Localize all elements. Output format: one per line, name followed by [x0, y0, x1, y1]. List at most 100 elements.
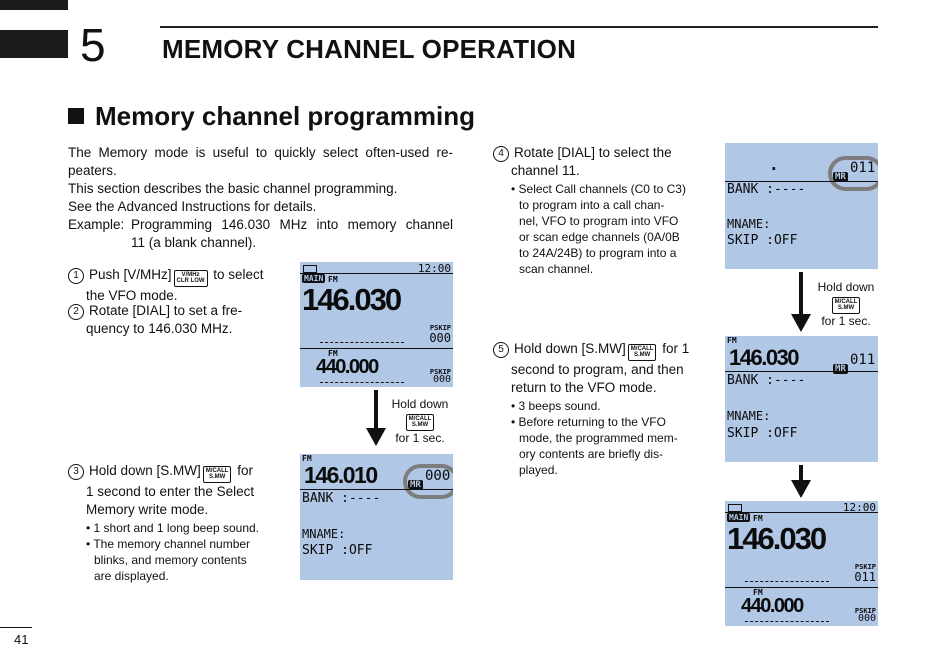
- skip-field: SKIP :OFF: [727, 233, 798, 248]
- bullet-text: scan channel.: [519, 262, 594, 276]
- step-text: to select: [209, 267, 264, 282]
- skip-field: SKIP :OFF: [727, 426, 798, 441]
- step-text: channel 11.: [511, 163, 580, 178]
- sub-channel-number: 000: [432, 374, 451, 385]
- pskip-label: PSKIP: [854, 607, 876, 615]
- chapter-title: MEMORY CHANNEL OPERATION: [162, 34, 577, 64]
- battery-icon: [303, 265, 317, 273]
- main-badge: MAIN: [727, 513, 751, 522]
- divider-line: [725, 587, 878, 588]
- pskip-label: PSKIP: [854, 563, 876, 571]
- bullet-text: nel, VFO to program into VFO: [519, 214, 679, 228]
- step-text: return to the VFO mode.: [511, 379, 657, 395]
- sub-mode-label: FM: [753, 588, 763, 597]
- channel-number: 000: [429, 331, 451, 345]
- chapter-tab: [0, 30, 68, 58]
- bullet-text: ory contents are briefly dis-: [519, 446, 664, 461]
- step-text: the VFO mode.: [86, 287, 178, 303]
- bullet-text: • Before returning to the VFO: [511, 414, 666, 429]
- step-text: for: [233, 463, 253, 478]
- intro-text: The Memory mode is useful to quickly sel…: [68, 144, 453, 252]
- bank-field: BANK :----: [302, 491, 381, 506]
- highlight-ring: [403, 464, 453, 499]
- main-frequency: 146.030: [302, 282, 402, 317]
- page-number: 41: [14, 632, 29, 647]
- lcd-screen-channel11: . MR 011 BANK :---- MNAME: SKIP :OFF: [725, 143, 878, 269]
- bullet-text: • Select Call channels (C0 to C3): [511, 182, 686, 196]
- blink-dot: .: [769, 155, 779, 174]
- bank-field: BANK :----: [727, 373, 806, 388]
- mr-badge: MR: [833, 364, 848, 374]
- arrow-head-icon: [366, 428, 386, 446]
- mname-field: MNAME:: [727, 409, 771, 423]
- pskip-label: PSKIP: [429, 324, 451, 332]
- divider-line: [725, 512, 878, 513]
- bullet-text: or scan edge channels (0A/0B: [519, 230, 680, 244]
- arrow-head-icon: [791, 480, 811, 498]
- step-text: Hold down [S.MW]: [89, 463, 201, 478]
- intro-line: This section describes the basic channel…: [68, 181, 398, 196]
- example-line: Programming 146.030 MHz into memory chan…: [131, 217, 453, 232]
- intro-line: See the Advanced Instructions for detail…: [68, 199, 317, 214]
- meter-dots: [745, 621, 829, 622]
- example-label: Example:: [68, 217, 125, 232]
- mname-field: MNAME:: [302, 527, 346, 541]
- bullet-text: to 24A/24B) to program into a: [519, 246, 677, 260]
- meter-dots: [320, 342, 404, 343]
- frequency-display: 146.010: [304, 462, 378, 488]
- step-text: Rotate [DIAL] to set a fre-: [89, 303, 243, 318]
- step-text: Memory write mode.: [86, 501, 209, 517]
- step-number: 3: [68, 464, 84, 480]
- header-rule: [160, 26, 878, 28]
- bullet-text: • 3 beeps sound.: [511, 398, 601, 413]
- pskip-label: PSKIP: [429, 368, 451, 376]
- step-text: quency to 146.030 MHz.: [86, 321, 233, 336]
- sub-frequency: 440.000: [316, 356, 379, 378]
- step-number: 4: [493, 146, 509, 162]
- mode-label: FM: [727, 336, 737, 345]
- arrow-down-icon: [799, 272, 803, 316]
- chapter-tab-top: [0, 0, 68, 10]
- clock-display: 12:00: [417, 262, 451, 275]
- step-number: 2: [68, 304, 84, 320]
- bullet-text: • 1 short and 1 long beep sound.: [86, 520, 259, 535]
- arrow-head-icon: [791, 314, 811, 332]
- sub-channel-number: 000: [857, 613, 876, 624]
- sub-frequency: 440.000: [741, 595, 804, 617]
- arrow-down-icon: [374, 390, 378, 428]
- section-bullet-icon: [68, 108, 84, 124]
- channel-number: 011: [850, 352, 876, 368]
- bullet-text: to program into a call chan-: [519, 198, 665, 212]
- chapter-number: 5: [80, 19, 106, 71]
- meter-dots: [745, 581, 829, 582]
- mode-label: FM: [328, 275, 338, 284]
- divider-line: [725, 181, 878, 182]
- bullet-text: blinks, and memory contents: [94, 552, 247, 567]
- step-2: 2 Rotate [DIAL] to set a fre- quency to 1…: [68, 302, 273, 338]
- divider-line: [300, 273, 453, 274]
- channel-number: 011: [854, 570, 876, 584]
- step-text: Hold down [S.MW]: [514, 341, 626, 356]
- lcd-screen-vfo: MAIN FM 12:00 146.030 PSKIP 000 FM 440.0…: [300, 262, 453, 387]
- highlight-ring: [828, 156, 878, 191]
- step-text: for 1: [658, 341, 690, 356]
- bullet-text: • The memory channel number: [86, 536, 251, 551]
- intro-line: peaters.: [68, 163, 117, 178]
- divider-line: [725, 371, 878, 372]
- frequency-display: 146.030: [729, 345, 800, 370]
- bullet-text: mode, the programmed mem-: [519, 430, 678, 445]
- step-text: Push [V/MHz]: [89, 267, 172, 282]
- lcd-screen-programmed: FM 146.030 MR 011 BANK :---- MNAME: SKIP…: [725, 336, 878, 462]
- arrow-down-icon: [799, 465, 803, 481]
- mode-label: FM: [753, 514, 763, 523]
- meter-dots: [320, 382, 404, 383]
